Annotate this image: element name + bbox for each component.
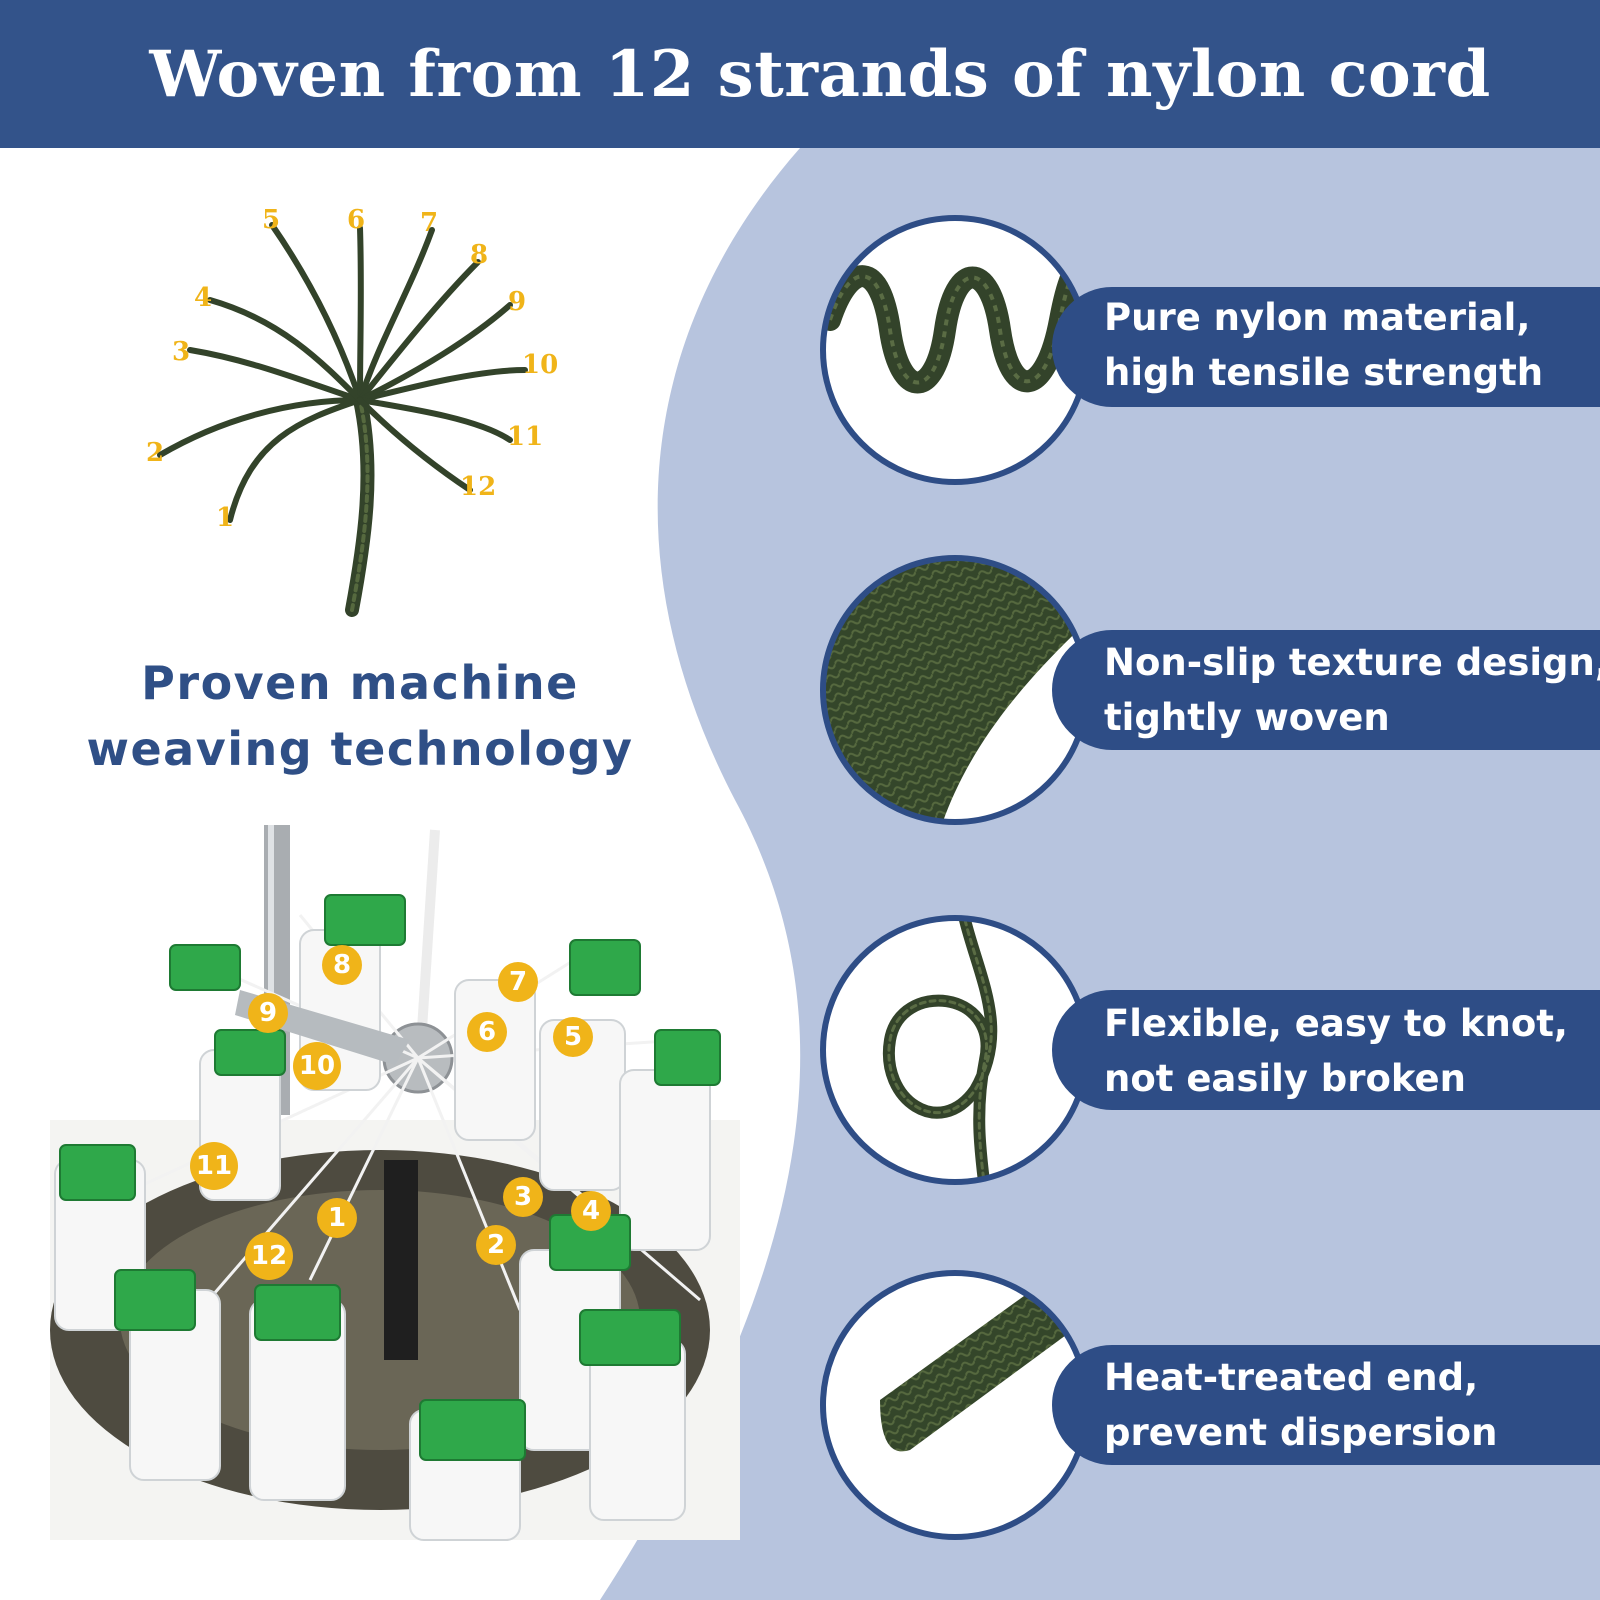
machine-badge: 11 [190,1142,238,1190]
woven-texture-icon [823,558,1087,822]
strand-number: 5 [262,205,281,235]
feature-pill-1 [1052,287,1600,407]
feature-text-2: Non-slip texture design, tightly woven [1104,635,1600,745]
heading-line-1: Proven machine [141,656,579,710]
header-banner: Woven from 12 strands of nylon cord [0,0,1600,148]
braiding-machine-illustration [50,825,740,1541]
sealed-end-icon [823,1273,1087,1537]
feature-circle-3 [820,915,1090,1185]
page-title: Woven from 12 strands of nylon cord [149,36,1491,112]
feature-text-1: Pure nylon material, high tensile streng… [1104,290,1594,400]
feature-pill-3 [1052,990,1600,1110]
heading-line-2: weaving technology [86,722,634,776]
blue-panel [600,148,1600,1600]
strand-number: 8 [470,240,489,270]
feature-line-2: not easily broken [1104,1057,1466,1100]
machine-badge: 4 [571,1191,611,1231]
feature-line-1: Non-slip texture design, [1104,641,1600,684]
feature-pill-4 [1052,1345,1600,1465]
machine-badge: 12 [245,1232,293,1280]
feature-line-1: Heat-treated end, [1104,1356,1479,1399]
strand-number: 11 [507,422,544,452]
machine-badge: 10 [293,1042,341,1090]
feature-line-2: tightly woven [1104,696,1390,739]
machine-badge: 8 [322,945,362,985]
strand-number: 6 [347,205,366,235]
machine-weaving-heading: Proven machine weaving technology [60,650,660,782]
feature-line-1: Flexible, easy to knot, [1104,1002,1568,1045]
machine-badge: 1 [317,1198,357,1238]
feature-text-3: Flexible, easy to knot, not easily broke… [1104,996,1594,1106]
feature-circle-2 [820,555,1090,825]
strand-tree-illustration [157,222,528,617]
feature-text-4: Heat-treated end, prevent dispersion [1104,1350,1594,1460]
feature-circle-4 [820,1270,1090,1540]
coil-cord-icon [823,218,1087,482]
strand-number: 1 [216,503,235,533]
machine-badge: 3 [503,1177,543,1217]
strand-number: 10 [522,350,559,380]
feature-pill-2 [1052,630,1600,750]
strand-number: 9 [508,287,527,317]
strand-number: 4 [194,283,213,313]
strand-number: 3 [172,337,191,367]
machine-badge: 2 [476,1225,516,1265]
machine-badge: 7 [498,962,538,1002]
machine-badge: 6 [467,1012,507,1052]
knot-icon [823,918,1087,1182]
strand-number: 12 [460,472,497,502]
feature-line-1: Pure nylon material, [1104,296,1531,339]
machine-badge: 5 [553,1017,593,1057]
feature-line-2: high tensile strength [1104,351,1544,394]
feature-line-2: prevent dispersion [1104,1411,1498,1454]
strand-number: 2 [146,438,165,468]
machine-badge: 9 [248,993,288,1033]
strand-number: 7 [420,208,439,238]
